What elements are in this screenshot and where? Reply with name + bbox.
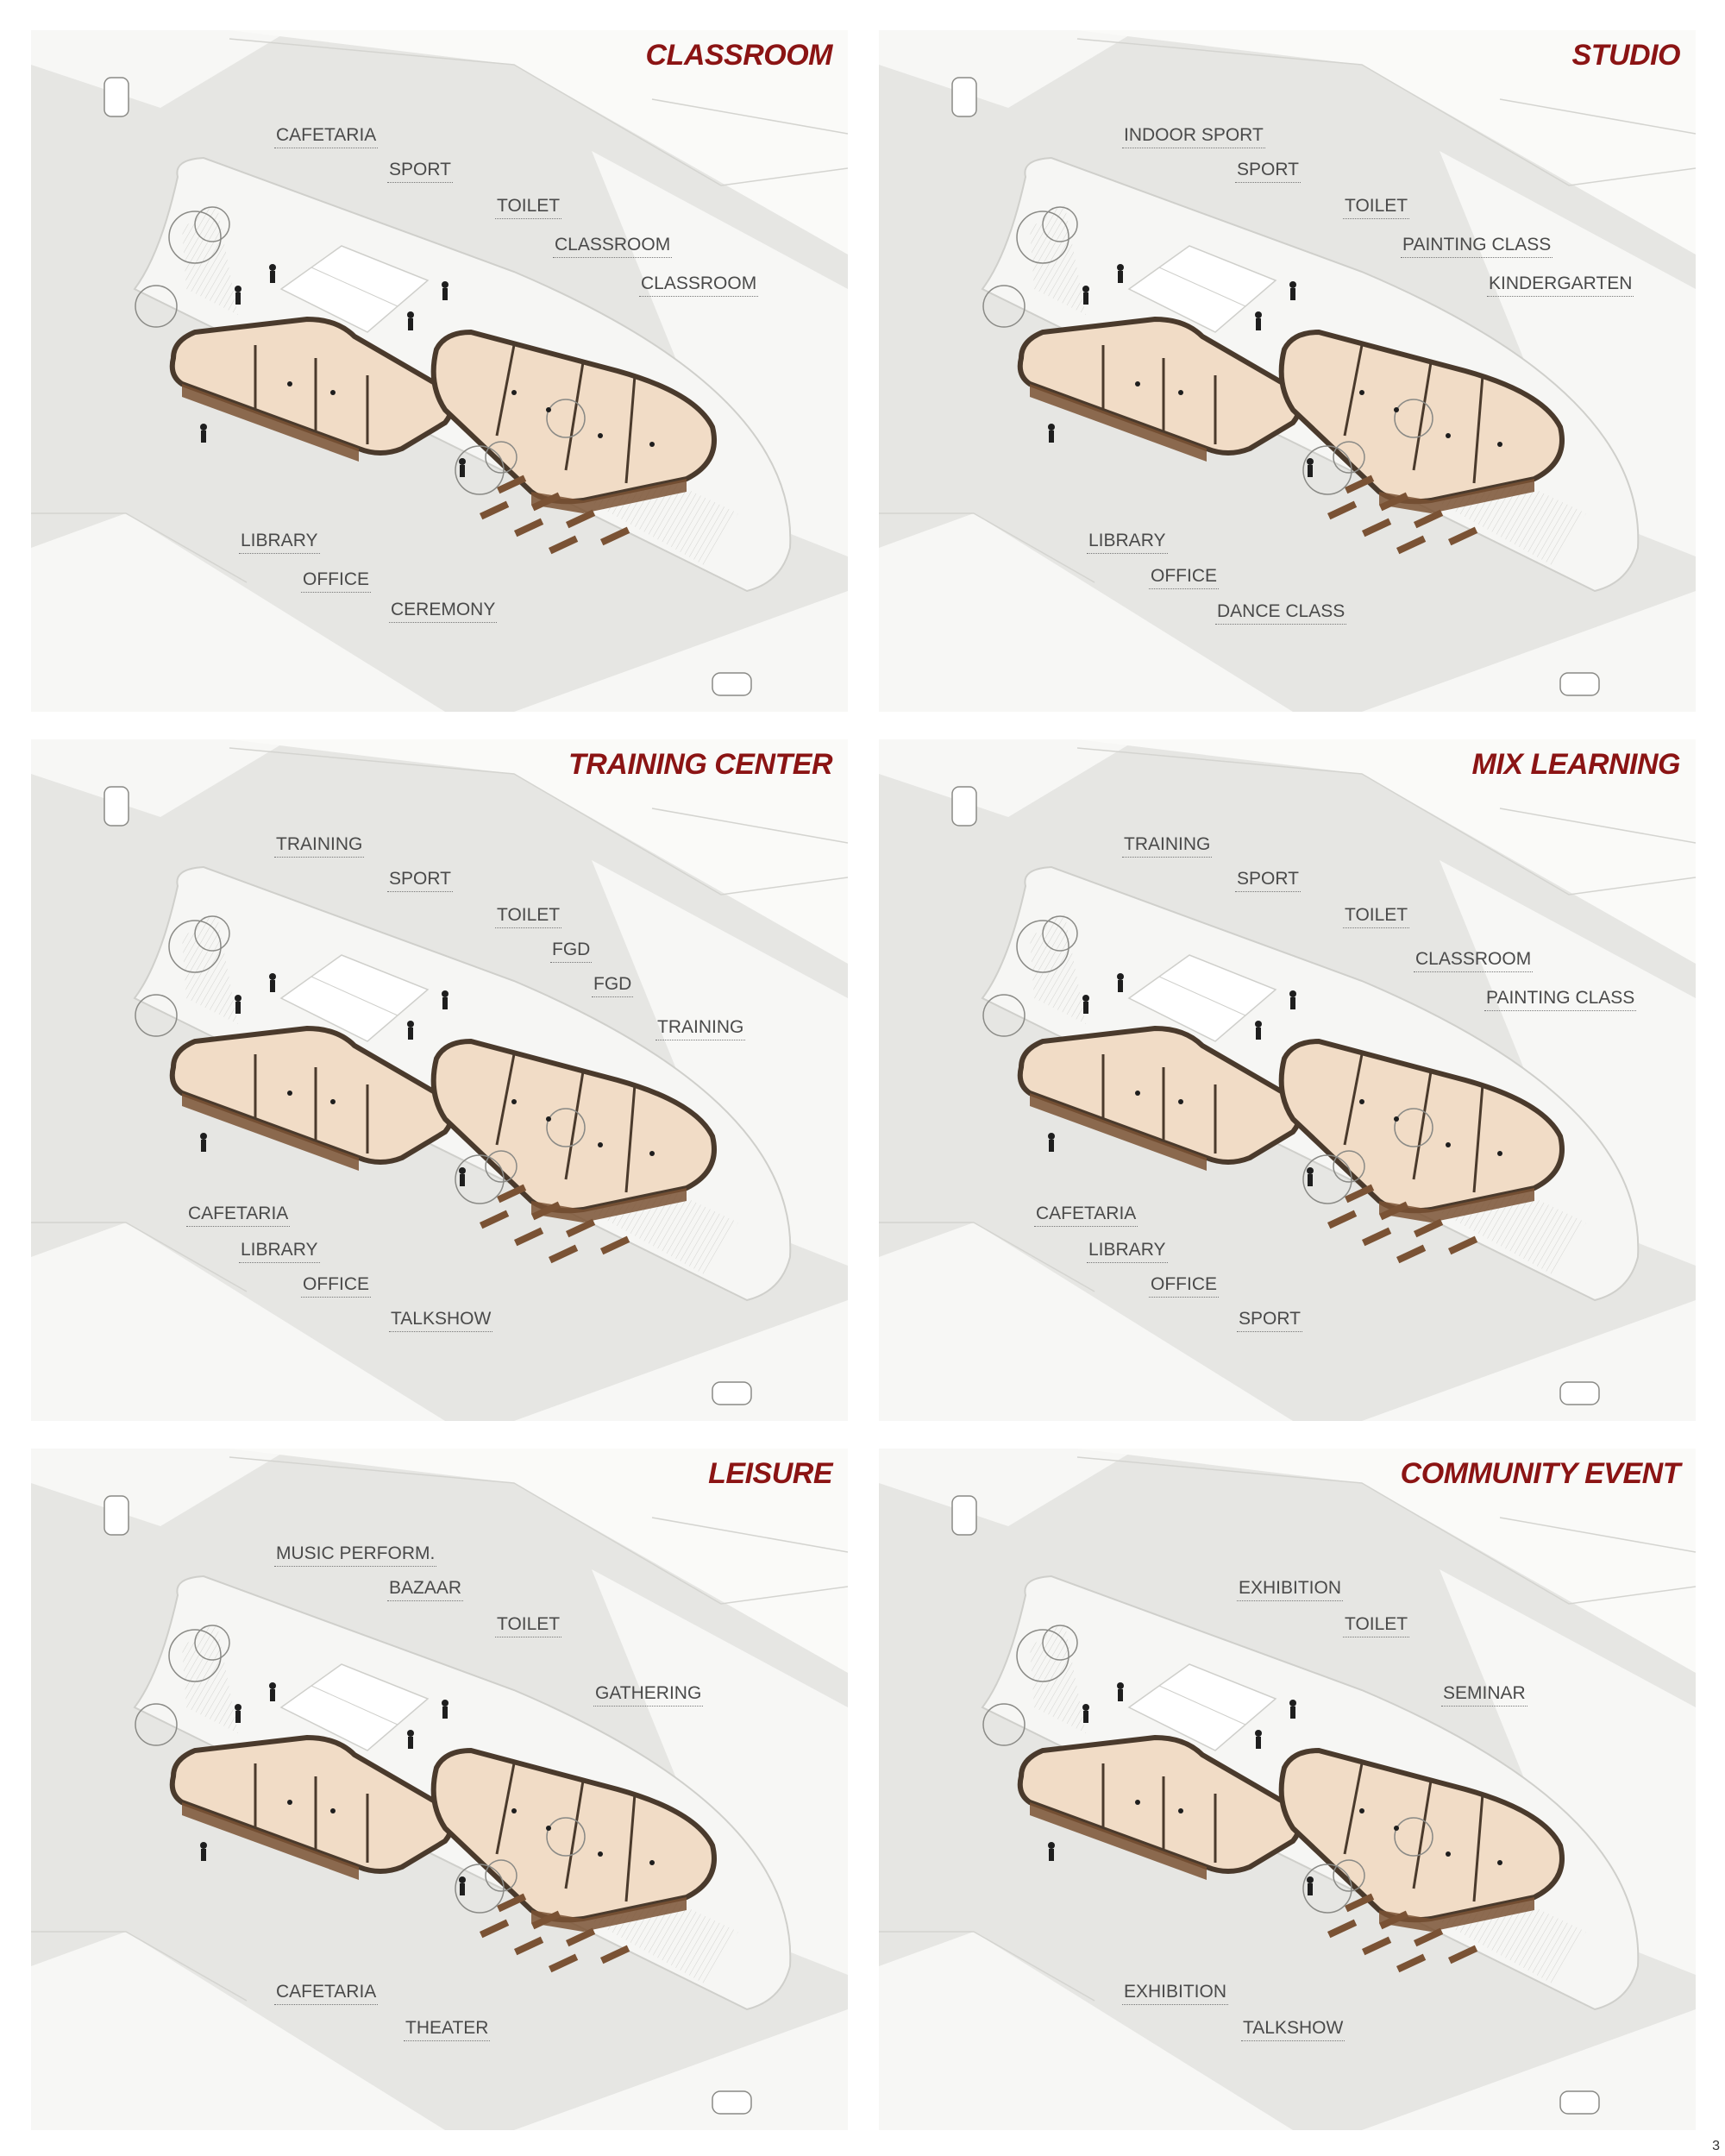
- label-toilet: TOILET: [1343, 905, 1410, 929]
- label-toilet: TOILET: [495, 1614, 562, 1638]
- label-classroom-2: CLASSROOM: [639, 273, 759, 298]
- label-dance-class: DANCE CLASS: [1215, 601, 1347, 625]
- label-exhibition: EXHIBITION: [1237, 1578, 1344, 1602]
- panel-community-event: COMMUNITY EVENT EXHIBITION TOILET SEMINA…: [879, 1449, 1696, 2130]
- label-sport: SPORT: [1235, 869, 1301, 893]
- label-toilet: TOILET: [495, 905, 562, 929]
- label-seminar: SEMINAR: [1441, 1683, 1527, 1707]
- panel-title: COMMUNITY EVENT: [1400, 1457, 1681, 1490]
- panel-mix-learning: MIX LEARNING TRAINING SPORT TOILET CLASS…: [879, 739, 1696, 1421]
- panel-title: CLASSROOM: [645, 39, 833, 72]
- label-bazaar: BAZAAR: [387, 1578, 464, 1602]
- label-gathering: GATHERING: [593, 1683, 704, 1707]
- label-sport: SPORT: [387, 869, 453, 893]
- label-exhibition-2: EXHIBITION: [1122, 1982, 1229, 2006]
- label-cafetaria: CAFETARIA: [186, 1204, 291, 1228]
- label-toilet: TOILET: [1343, 1614, 1410, 1638]
- label-sport: SPORT: [1235, 160, 1301, 184]
- label-talkshow: TALKSHOW: [389, 1309, 493, 1333]
- label-cafetaria: CAFETARIA: [274, 125, 379, 149]
- label-training-2: TRAINING: [656, 1017, 746, 1041]
- label-sport-2: SPORT: [1237, 1309, 1302, 1333]
- label-fgd-2: FGD: [592, 974, 634, 998]
- panel-leisure: LEISURE MUSIC PERFORM. BAZAAR TOILET GAT…: [31, 1449, 848, 2130]
- panel-title: TRAINING CENTER: [568, 748, 833, 781]
- label-library: LIBRARY: [1087, 531, 1168, 555]
- label-library: LIBRARY: [239, 1240, 320, 1264]
- label-cafetaria: CAFETARIA: [1034, 1204, 1138, 1228]
- panel-studio: STUDIO INDOOR SPORT SPORT TOILET PAINTIN…: [879, 30, 1696, 712]
- label-sport: SPORT: [387, 160, 453, 184]
- label-toilet: TOILET: [495, 196, 562, 220]
- panel-title: STUDIO: [1571, 39, 1681, 72]
- label-painting-class: PAINTING CLASS: [1484, 988, 1637, 1012]
- label-training: TRAINING: [274, 834, 365, 858]
- label-indoor-sport: INDOOR SPORT: [1122, 125, 1265, 149]
- label-classroom: CLASSROOM: [1414, 949, 1534, 973]
- label-office: OFFICE: [1149, 1274, 1219, 1298]
- label-painting-class: PAINTING CLASS: [1401, 235, 1553, 259]
- label-fgd: FGD: [550, 940, 593, 964]
- label-talkshow: TALKSHOW: [1241, 2018, 1346, 2042]
- panel-title: MIX LEARNING: [1471, 748, 1681, 781]
- label-ceremony: CEREMONY: [389, 600, 498, 624]
- panel-classroom: CLASSROOM CAFETARIA SPORT TOILET CLASSRO…: [31, 30, 848, 712]
- label-toilet: TOILET: [1343, 196, 1410, 220]
- label-classroom: CLASSROOM: [553, 235, 673, 259]
- label-kindergarten: KINDERGARTEN: [1487, 273, 1634, 298]
- page-number: 3: [1712, 2139, 1720, 2153]
- label-cafetaria: CAFETARIA: [274, 1982, 379, 2006]
- label-office: OFFICE: [1149, 566, 1219, 590]
- label-library: LIBRARY: [1087, 1240, 1168, 1264]
- panel-title: LEISURE: [708, 1457, 832, 1490]
- label-office: OFFICE: [301, 569, 371, 594]
- label-library: LIBRARY: [239, 531, 320, 555]
- label-music-performance: MUSIC PERFORM.: [274, 1543, 437, 1568]
- panel-training-center: TRAINING CENTER TRAINING SPORT TOILET FG…: [31, 739, 848, 1421]
- label-training: TRAINING: [1122, 834, 1213, 858]
- label-theater: THEATER: [404, 2018, 491, 2042]
- label-office: OFFICE: [301, 1274, 371, 1298]
